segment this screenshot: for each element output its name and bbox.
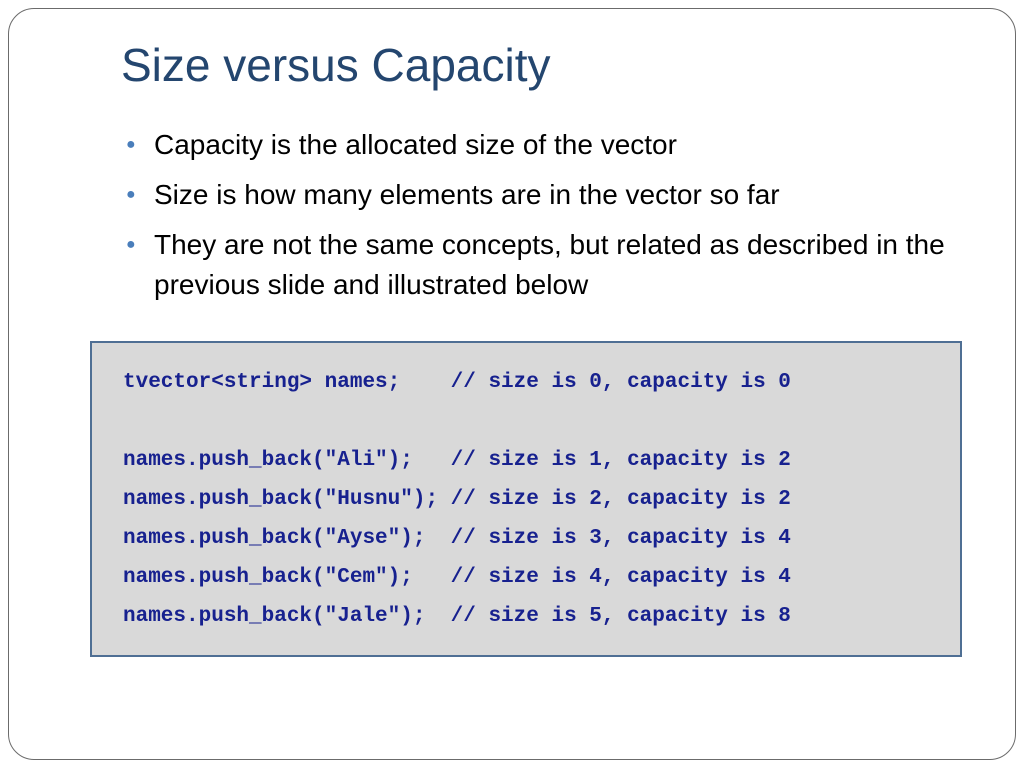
slide-title: Size versus Capacity	[121, 39, 551, 91]
code-line: names.push_back("Ayse"); // size is 3, c…	[123, 527, 791, 550]
code-line-list: tvector<string> names; // size is 0, cap…	[123, 363, 791, 636]
code-line: names.push_back("Ali"); // size is 1, ca…	[123, 449, 791, 472]
code-line: tvector<string> names; // size is 0, cap…	[123, 371, 791, 394]
bullet-item: ● Capacity is the allocated size of the …	[125, 125, 955, 165]
code-example-box: tvector<string> names; // size is 0, cap…	[90, 341, 962, 657]
bullet-text: Size is how many elements are in the vec…	[154, 179, 780, 210]
circle-bullet-icon: ●	[126, 136, 136, 153]
circle-bullet-icon: ●	[126, 186, 136, 203]
bullet-item: ● They are not the same concepts, but re…	[125, 225, 955, 305]
bullet-list: ● Capacity is the allocated size of the …	[125, 125, 955, 315]
circle-bullet-icon: ●	[126, 236, 136, 253]
code-line: names.push_back("Jale"); // size is 5, c…	[123, 605, 791, 628]
slide-frame: Size versus Capacity ● Capacity is the a…	[8, 8, 1016, 760]
code-line: names.push_back("Husnu"); // size is 2, …	[123, 488, 791, 511]
bullet-text: Capacity is the allocated size of the ve…	[154, 129, 677, 160]
code-line: names.push_back("Cem"); // size is 4, ca…	[123, 566, 791, 589]
bullet-item: ● Size is how many elements are in the v…	[125, 175, 955, 215]
bullet-text: They are not the same concepts, but rela…	[154, 229, 945, 300]
code-line-blank	[123, 402, 791, 441]
